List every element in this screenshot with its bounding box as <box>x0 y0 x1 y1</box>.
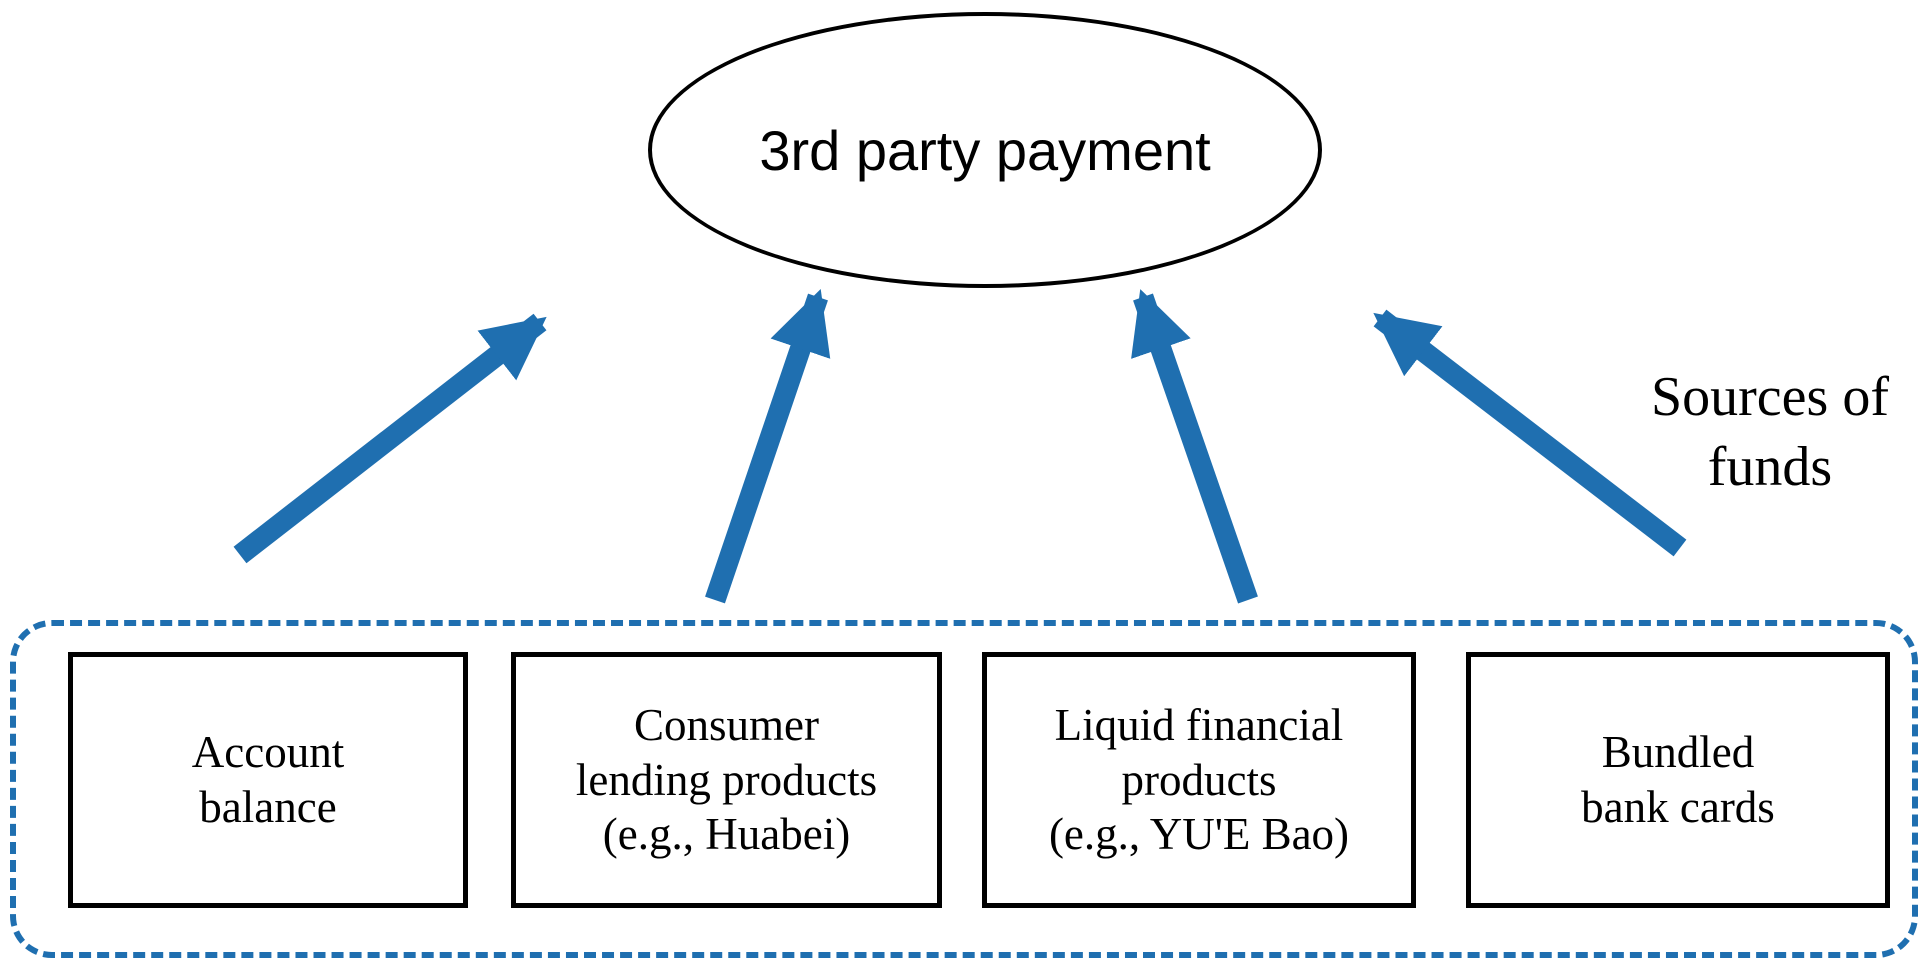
third-party-payment-title: 3rd party payment <box>759 118 1211 182</box>
arrow-consumer-lending-icon <box>705 289 831 604</box>
sources-of-funds-label: Sources of funds <box>1651 366 1889 498</box>
third-party-payment-node: 3rd party payment <box>648 12 1322 288</box>
source-box-liquid-financial: Liquid financial products (e.g., YU'E Ba… <box>982 652 1416 908</box>
source-box-label: Liquid financial products (e.g., YU'E Ba… <box>1048 699 1350 860</box>
source-box-bundled-bank-cards: Bundled bank cards <box>1466 652 1890 908</box>
source-box-label: Account balance <box>191 727 345 832</box>
source-box-label: Bundled bank cards <box>1581 727 1775 832</box>
arrow-bundled-bank-cards-icon <box>1373 309 1687 557</box>
source-box-label: Consumer lending products (e.g., Huabei) <box>575 699 878 860</box>
source-box-account-balance: Account balance <box>68 652 468 908</box>
arrow-account-balance-icon <box>233 313 547 564</box>
source-box-consumer-lending: Consumer lending products (e.g., Huabei) <box>511 652 942 908</box>
arrow-liquid-financial-icon <box>1131 289 1258 604</box>
